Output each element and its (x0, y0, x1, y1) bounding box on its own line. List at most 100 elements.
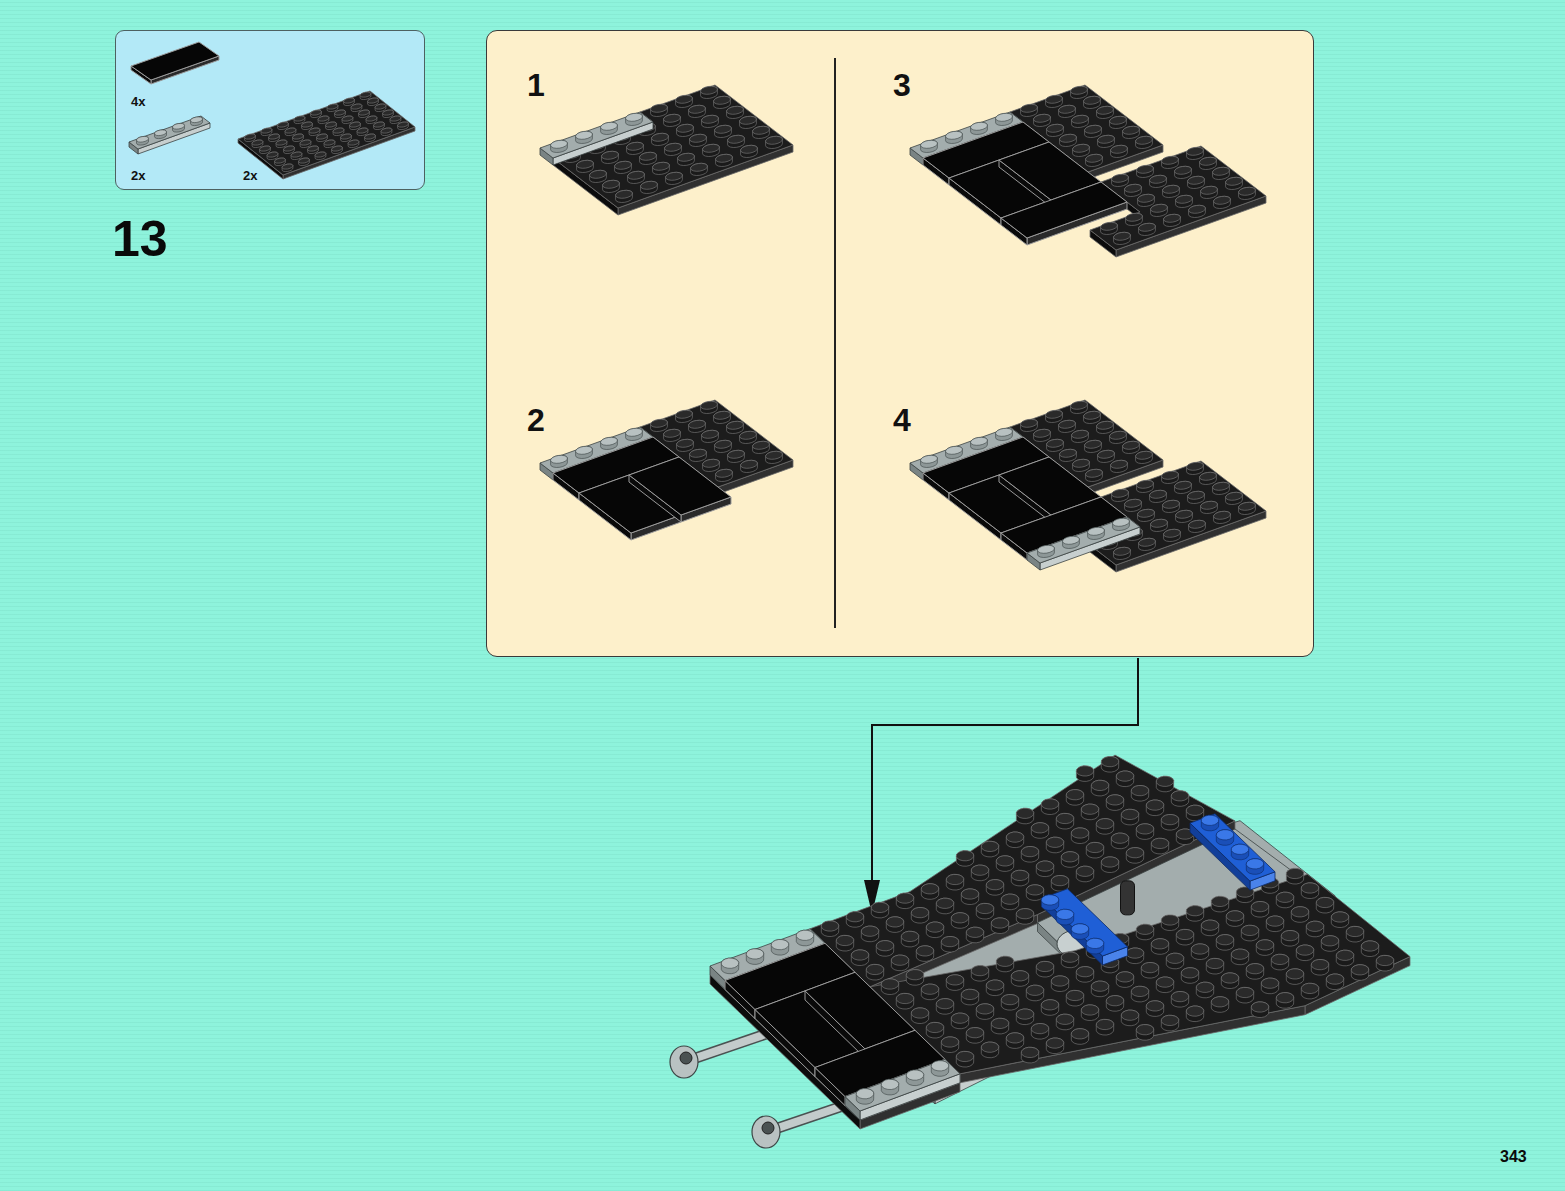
stud (753, 126, 770, 138)
stud (677, 124, 694, 136)
stud-top (1081, 804, 1098, 814)
stud-body (1336, 950, 1353, 966)
stud-body (1051, 976, 1068, 992)
stud-top (1036, 861, 1053, 871)
stud-top (861, 926, 878, 936)
stud-top (1114, 547, 1131, 555)
stud (911, 1008, 928, 1024)
stud-body (1138, 509, 1155, 521)
stud-body (1126, 848, 1143, 864)
stud-body (911, 1008, 928, 1024)
stud (309, 128, 320, 135)
stud-top (1187, 147, 1204, 155)
stud-body (1236, 987, 1253, 1003)
stud-top (740, 116, 757, 124)
stud-body (1131, 986, 1148, 1002)
stud-body (1076, 766, 1093, 782)
stud (1021, 847, 1038, 863)
stud-top (302, 122, 313, 127)
stud (1286, 969, 1303, 985)
stud (996, 428, 1013, 440)
stud (976, 903, 993, 919)
stud (1216, 935, 1233, 951)
stud-body (652, 133, 669, 145)
stud (1226, 911, 1243, 927)
stud-top (350, 122, 361, 127)
stud-top (665, 143, 682, 151)
stud-body (1146, 1001, 1163, 1017)
stud-top (1073, 459, 1090, 467)
stud-body (1171, 791, 1188, 807)
stud-body (951, 1013, 968, 1029)
stud (300, 140, 311, 147)
stud-body (1175, 481, 1192, 493)
substep-panel: 1234 (486, 30, 1314, 657)
stud (702, 115, 719, 127)
stud-top (357, 128, 368, 133)
stud-top (1151, 939, 1168, 949)
stud-body (1187, 462, 1204, 474)
stud-top (1213, 167, 1230, 175)
stud (366, 116, 377, 123)
stud-top (1281, 931, 1298, 941)
stud-body (1156, 776, 1173, 792)
stud-body (1111, 833, 1128, 849)
stud-body (1086, 154, 1103, 166)
stud-body (1081, 1005, 1098, 1021)
stud (1291, 907, 1308, 923)
stud-body (996, 113, 1013, 125)
stud-body (1181, 968, 1198, 984)
stud-body (282, 164, 293, 171)
stud (1311, 960, 1328, 976)
stud (876, 941, 893, 957)
stud-body (1261, 978, 1278, 994)
stud-body (1166, 953, 1183, 969)
stud (275, 158, 286, 165)
stud (335, 110, 346, 117)
stud (357, 128, 368, 135)
stud (996, 956, 1013, 972)
stud-top (1021, 847, 1038, 857)
stud-body (753, 126, 770, 138)
stud-top (1021, 104, 1038, 112)
stud-body (269, 134, 280, 141)
stud-top (1136, 136, 1153, 144)
stud-top (1123, 441, 1140, 449)
stud-body (1226, 177, 1243, 189)
stud-top (1206, 958, 1223, 968)
stud (333, 128, 344, 135)
stud (1031, 823, 1048, 839)
stud-top (366, 116, 377, 121)
stud (1213, 167, 1230, 179)
stud-top (951, 913, 968, 923)
stud-body (350, 122, 361, 129)
stud-body (976, 1004, 993, 1020)
stud-body (1201, 815, 1218, 831)
stud-body (1056, 1014, 1073, 1030)
stud (966, 927, 983, 943)
stud (1056, 909, 1073, 925)
stud (1276, 993, 1293, 1009)
stud-body (991, 918, 1008, 934)
stud-body (276, 140, 287, 147)
stud-top (1076, 967, 1093, 977)
stud (1111, 460, 1128, 472)
stud-top (1011, 971, 1028, 981)
stud (931, 1061, 948, 1077)
stud (866, 964, 883, 980)
stud-body (360, 92, 371, 99)
stud-top (727, 106, 744, 114)
stud-body (876, 941, 893, 957)
stud (1301, 883, 1318, 899)
stud (956, 851, 973, 867)
stud (906, 970, 923, 986)
stud (324, 140, 335, 147)
stud (252, 140, 263, 147)
stud (881, 1079, 898, 1095)
stud-body (576, 131, 593, 143)
stud (740, 431, 757, 443)
stud (727, 106, 744, 118)
stud-top (1161, 915, 1178, 925)
stud-body (728, 450, 745, 462)
stud-body (590, 170, 607, 182)
